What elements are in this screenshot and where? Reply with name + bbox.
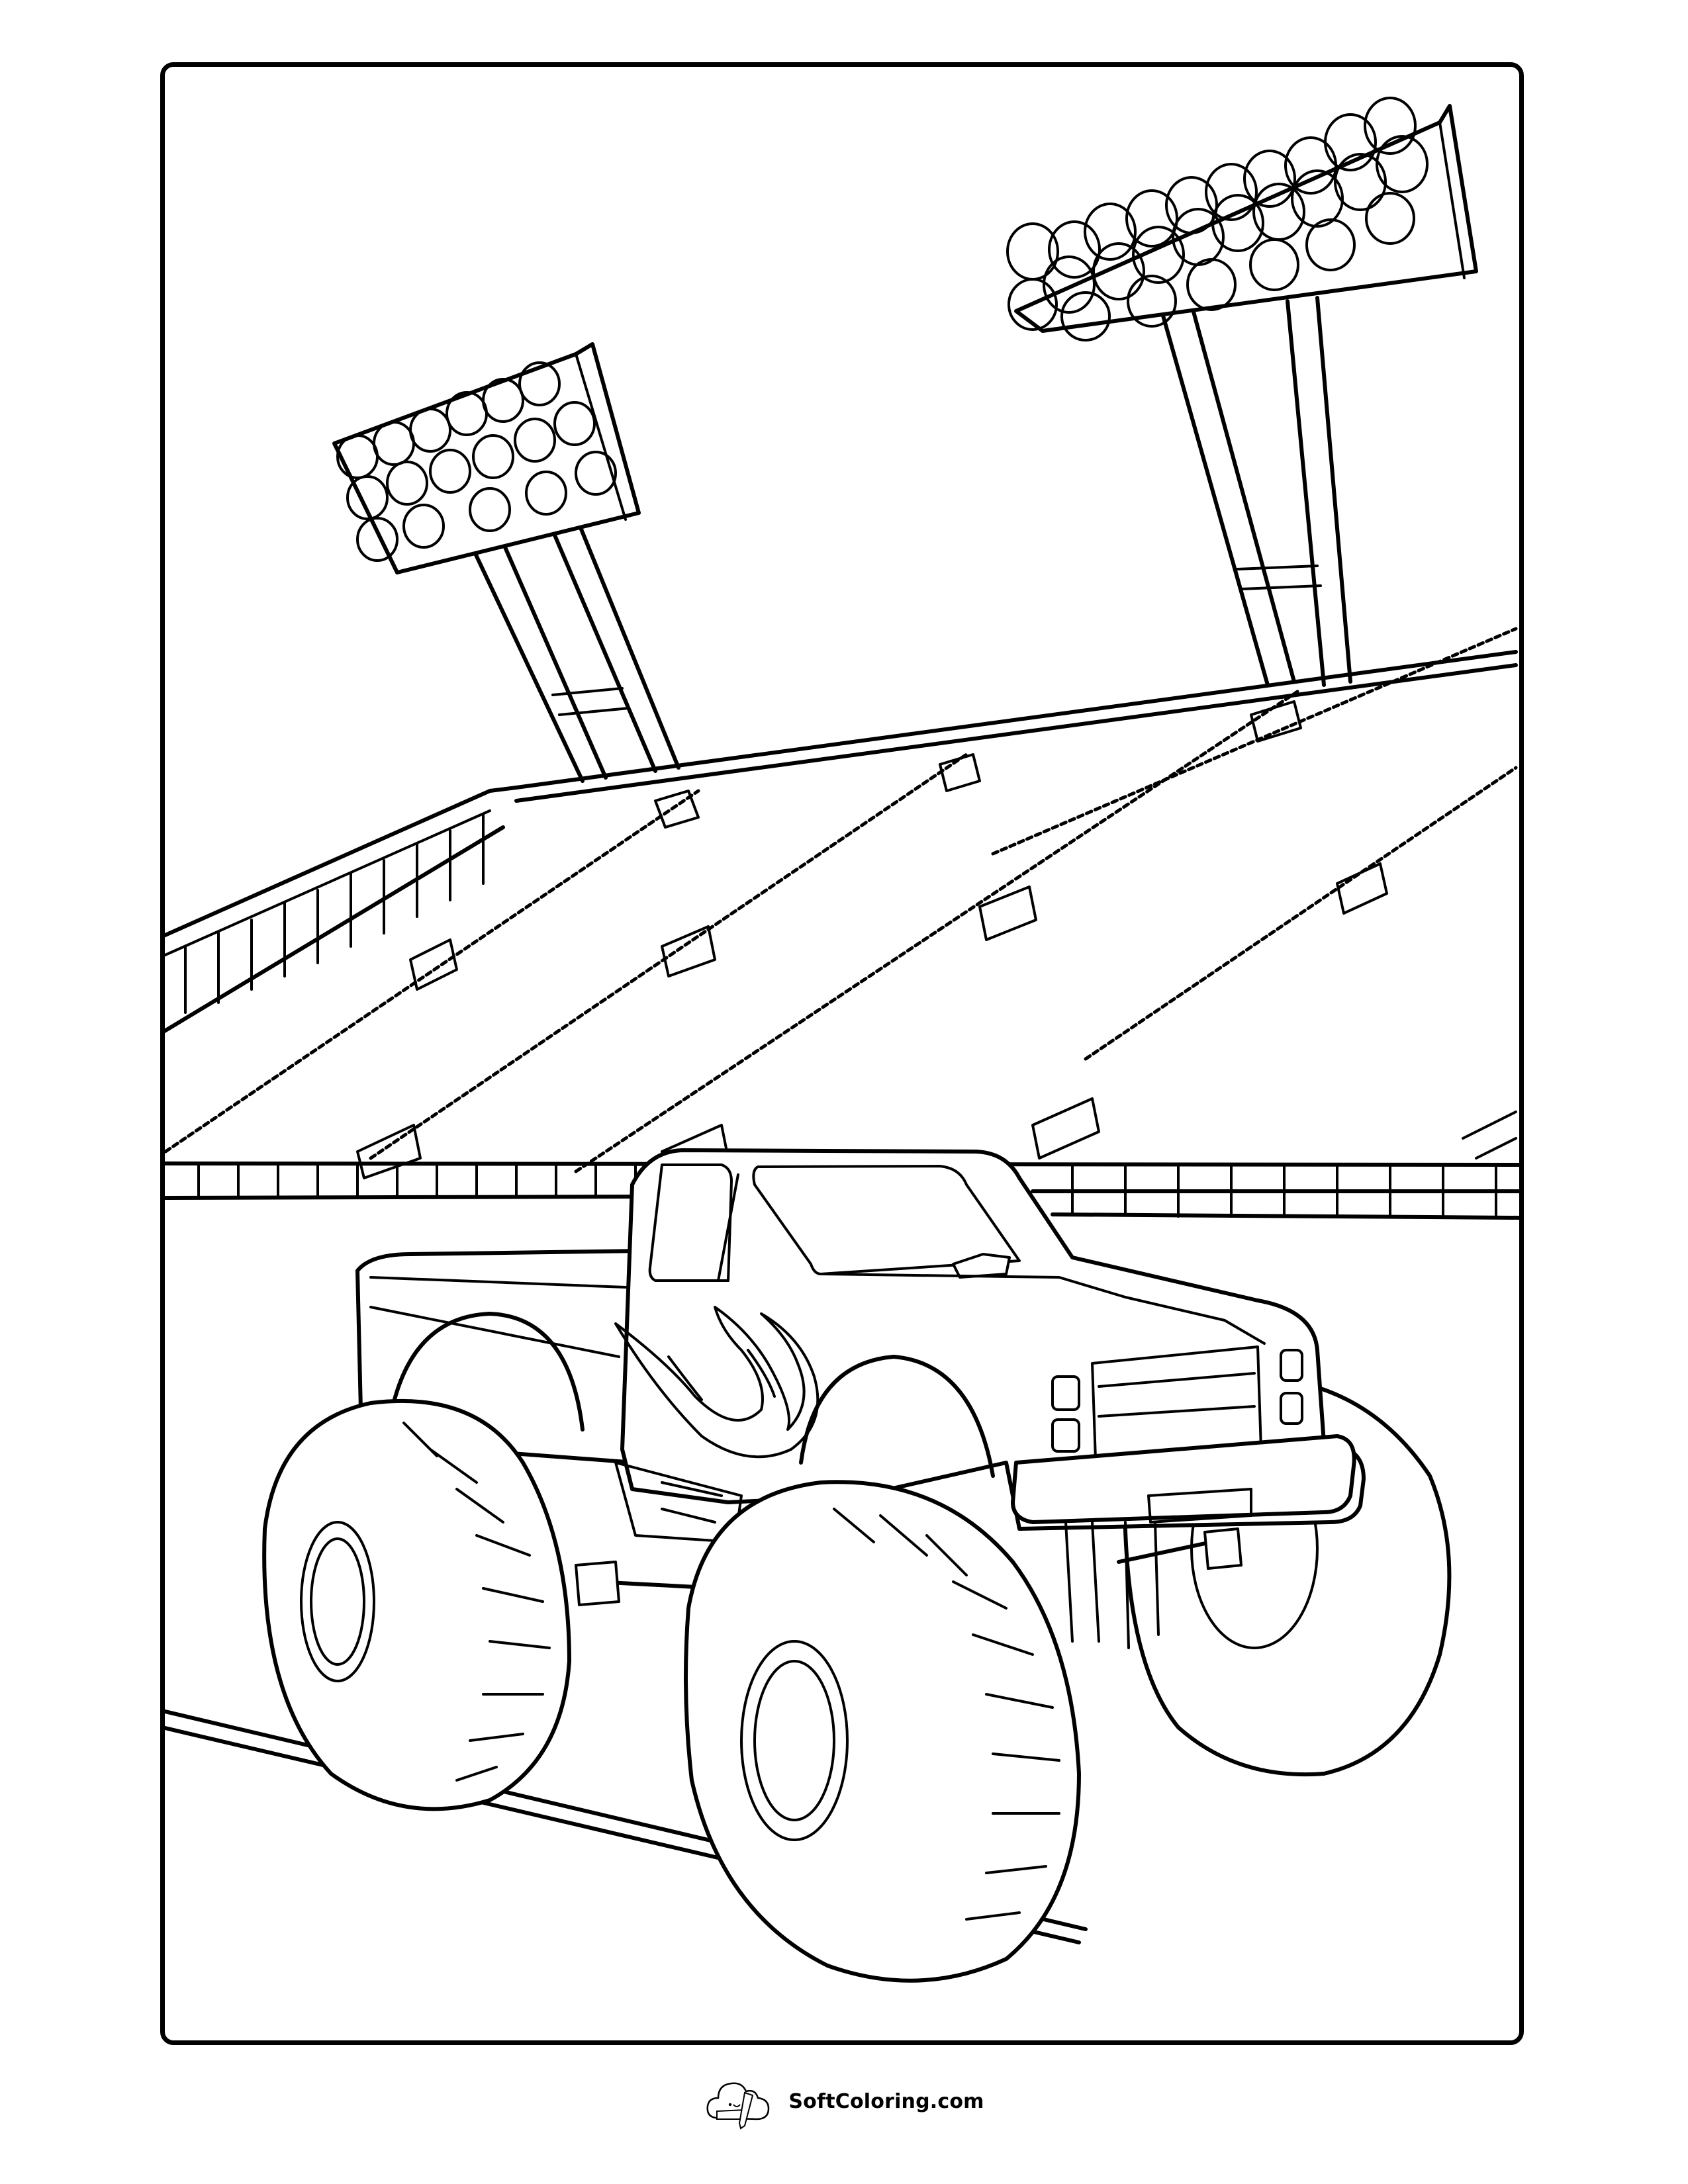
cloud-with-pencil-icon	[706, 2082, 770, 2130]
wheel-front-near	[684, 1480, 1081, 1983]
footer: SoftColoring.com	[0, 2065, 1688, 2138]
truck-body	[355, 1148, 1366, 1649]
grandstand-seating	[165, 627, 1518, 1183]
arena-barrier-wall	[165, 1161, 1519, 1220]
stadium-floodlight-right	[1006, 97, 1478, 687]
monster-truck	[262, 1148, 1452, 1983]
stadium-floodlight-left	[332, 342, 680, 783]
flame-decal	[614, 1306, 820, 1459]
brand-name: SoftColoring.com	[788, 2089, 984, 2113]
wheel-rear-near	[262, 1398, 571, 1811]
